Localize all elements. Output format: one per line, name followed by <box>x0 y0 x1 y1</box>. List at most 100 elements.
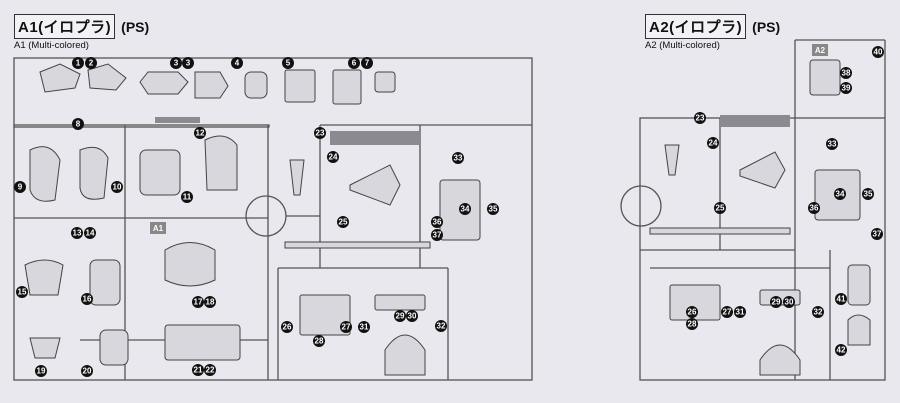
svg-text:31: 31 <box>736 308 745 317</box>
svg-text:24: 24 <box>329 153 338 162</box>
a1-part-15: 15 <box>16 286 28 298</box>
svg-text:12: 12 <box>196 129 205 138</box>
svg-text:37: 37 <box>433 231 442 240</box>
a2-part-28: 28 <box>686 318 698 330</box>
svg-text:20: 20 <box>83 367 92 376</box>
a1-part-34: 34 <box>459 203 471 215</box>
a2-part-26: 26 <box>686 306 698 318</box>
a1-part-35: 35 <box>487 203 499 215</box>
a1-part-3: 3 <box>182 57 194 69</box>
svg-text:36: 36 <box>433 218 442 227</box>
svg-text:8: 8 <box>76 120 81 129</box>
a1-part-25: 25 <box>337 216 349 228</box>
svg-text:28: 28 <box>315 337 324 346</box>
a2-part-27: 27 <box>721 306 733 318</box>
svg-text:23: 23 <box>696 114 705 123</box>
svg-text:32: 32 <box>814 308 823 317</box>
a1-part-26: 26 <box>281 321 293 333</box>
a2-part-39: 39 <box>840 82 852 94</box>
a1-part-11: 11 <box>181 191 193 203</box>
a2-part-29: 29 <box>770 296 782 308</box>
svg-text:35: 35 <box>864 190 873 199</box>
a1-part-14: 14 <box>84 227 96 239</box>
a2-part-34: 34 <box>834 188 846 200</box>
svg-text:15: 15 <box>18 288 27 297</box>
a2-part-41: 41 <box>835 293 847 305</box>
a1-part-16: 16 <box>81 293 93 305</box>
a1-part-37: 37 <box>431 229 443 241</box>
svg-text:26: 26 <box>688 308 697 317</box>
svg-text:9: 9 <box>18 183 23 192</box>
svg-text:27: 27 <box>342 323 351 332</box>
a2-part-31: 31 <box>734 306 746 318</box>
svg-text:38: 38 <box>842 69 851 78</box>
svg-text:3: 3 <box>186 59 191 68</box>
a2-part-24: 24 <box>707 137 719 149</box>
runner-a2-title: A2(イロプラ)(PS) A2 (Multi-colored) <box>645 14 780 51</box>
svg-text:26: 26 <box>283 323 292 332</box>
svg-text:22: 22 <box>206 366 215 375</box>
runner-a2-tag-box <box>812 44 828 56</box>
svg-text:7: 7 <box>365 59 370 68</box>
a1-part-22: 22 <box>204 364 216 376</box>
svg-text:18: 18 <box>206 298 215 307</box>
a1-part-30: 30 <box>406 310 418 322</box>
a1-part-24: 24 <box>327 151 339 163</box>
a1-part-6: 6 <box>348 57 360 69</box>
a1-part-12: 12 <box>194 127 206 139</box>
a1-part-21: 21 <box>192 364 204 376</box>
svg-text:35: 35 <box>489 205 498 214</box>
runner-a1-tag: A1 <box>153 224 164 233</box>
a1-part-13: 13 <box>71 227 83 239</box>
runner-a1-tag-box <box>150 222 166 234</box>
a2-part-23: 23 <box>694 112 706 124</box>
svg-text:36: 36 <box>810 204 819 213</box>
svg-text:41: 41 <box>837 295 846 304</box>
a1-part-18: 18 <box>204 296 216 308</box>
a1-part-32: 32 <box>435 320 447 332</box>
a1-part-4: 4 <box>231 57 243 69</box>
a1-part-1: 1 <box>72 57 84 69</box>
a1-part-20: 20 <box>81 365 93 377</box>
svg-text:32: 32 <box>437 322 446 331</box>
a2-part-36: 36 <box>808 202 820 214</box>
a2-part-32: 32 <box>812 306 824 318</box>
a1-part-7: 7 <box>361 57 373 69</box>
a1-part-5: 5 <box>282 57 294 69</box>
a1-part-31: 31 <box>358 321 370 333</box>
runner-a1-subtitle: A1 (Multi-colored) <box>14 40 89 51</box>
svg-text:25: 25 <box>339 218 348 227</box>
runner-a2-frame <box>620 39 886 381</box>
svg-text:39: 39 <box>842 84 851 93</box>
svg-text:29: 29 <box>396 312 405 321</box>
svg-text:30: 30 <box>408 312 417 321</box>
a1-part-33: 33 <box>452 152 464 164</box>
svg-text:34: 34 <box>836 190 845 199</box>
svg-text:5: 5 <box>286 59 291 68</box>
svg-text:13: 13 <box>73 229 82 238</box>
svg-text:37: 37 <box>873 230 882 239</box>
a2-part-30: 30 <box>783 296 795 308</box>
svg-text:40: 40 <box>874 48 883 57</box>
svg-text:10: 10 <box>113 183 122 192</box>
a1-part-3: 3 <box>170 57 182 69</box>
runner-a2-ps: (PS) <box>752 19 781 35</box>
a1-part-8: 8 <box>72 118 84 130</box>
svg-text:21: 21 <box>194 366 203 375</box>
svg-text:27: 27 <box>723 308 732 317</box>
a1-part-10: 10 <box>111 181 123 193</box>
svg-text:33: 33 <box>828 140 837 149</box>
a1-part-29: 29 <box>394 310 406 322</box>
svg-text:24: 24 <box>709 139 718 148</box>
svg-text:6: 6 <box>352 59 357 68</box>
runner-a1-ps: (PS) <box>121 19 150 35</box>
runner-a1-title: A1(イロプラ)(PS) A1 (Multi-colored) <box>14 14 149 51</box>
a2-part-40: 40 <box>872 46 884 58</box>
a2-part-37: 37 <box>871 228 883 240</box>
a1-part-2: 2 <box>85 57 97 69</box>
svg-text:17: 17 <box>194 298 203 307</box>
svg-text:30: 30 <box>785 298 794 307</box>
a1-part-28: 28 <box>313 335 325 347</box>
a1-part-23: 23 <box>314 127 326 139</box>
